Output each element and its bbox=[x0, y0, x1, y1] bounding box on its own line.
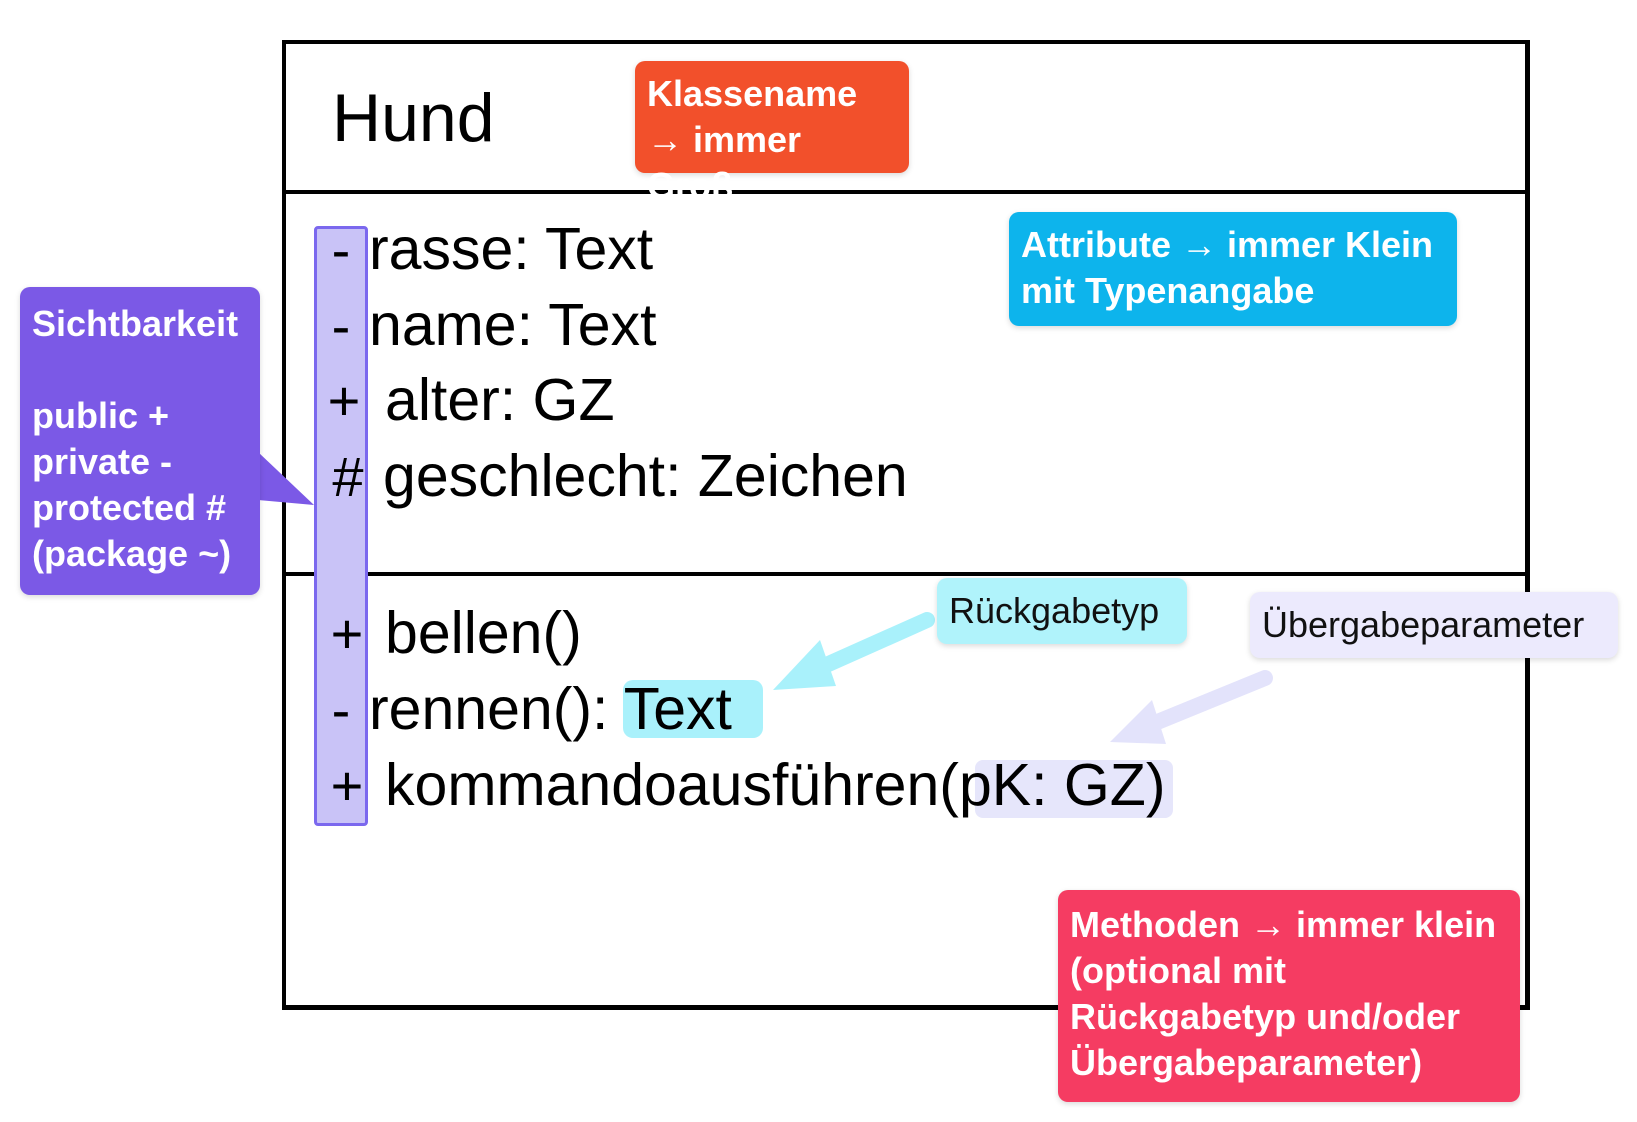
parameter-arrow-head bbox=[1110, 700, 1166, 744]
attributes-divider bbox=[282, 572, 1530, 576]
method-signature: kommandoausführen( bbox=[385, 752, 959, 818]
method-close-paren: ) bbox=[1145, 752, 1166, 818]
return-type-arrow-shaft bbox=[807, 612, 935, 678]
method-return-type: Text bbox=[623, 676, 732, 742]
method-parameter: pK: GZ bbox=[958, 752, 1146, 818]
parameter-arrow-shaft bbox=[1142, 670, 1273, 733]
methods-callout: Methoden → immer klein (optional mit Rüc… bbox=[1058, 890, 1520, 1102]
return-type-callout: Rückgabetyp bbox=[937, 578, 1187, 644]
attribute-visibility: + bbox=[327, 369, 361, 432]
class-name-callout: Klassename → immer Groß bbox=[635, 61, 909, 206]
attribute-visibility: - bbox=[331, 294, 351, 357]
attribute-visibility: - bbox=[331, 218, 351, 281]
method-visibility: - bbox=[331, 678, 351, 741]
method-visibility: + bbox=[330, 754, 364, 817]
visibility-column-highlight bbox=[314, 226, 368, 826]
parameter-highlight bbox=[975, 760, 1173, 818]
attribute-visibility: # bbox=[332, 445, 364, 508]
class-name: Hund bbox=[332, 80, 495, 156]
attributes-callout: Attribute → immer Klein mit Typenangabe bbox=[1009, 212, 1457, 326]
uml-class-box bbox=[282, 40, 1530, 1010]
method-text: kommandoausführen(pK: GZ) bbox=[385, 756, 1165, 815]
attribute-text: name: Text bbox=[369, 292, 657, 358]
attribute-text: rasse: Text bbox=[369, 216, 654, 282]
attribute-text: geschlecht: Zeichen bbox=[383, 443, 908, 509]
parameters-callout: Übergabeparameter bbox=[1250, 592, 1618, 658]
return-type-arrow-head bbox=[773, 640, 836, 690]
attribute-text: alter: GZ bbox=[385, 367, 615, 433]
visibility-callout-pointer bbox=[258, 452, 314, 505]
return-type-highlight bbox=[623, 680, 763, 738]
method-text: bellen() bbox=[385, 600, 582, 666]
method-text: rennen(): Text bbox=[369, 680, 732, 739]
method-signature: rennen(): bbox=[369, 676, 624, 742]
visibility-callout: Sichtbarkeit public + private - protecte… bbox=[20, 287, 260, 595]
name-divider bbox=[282, 190, 1530, 194]
method-visibility: + bbox=[330, 602, 364, 665]
